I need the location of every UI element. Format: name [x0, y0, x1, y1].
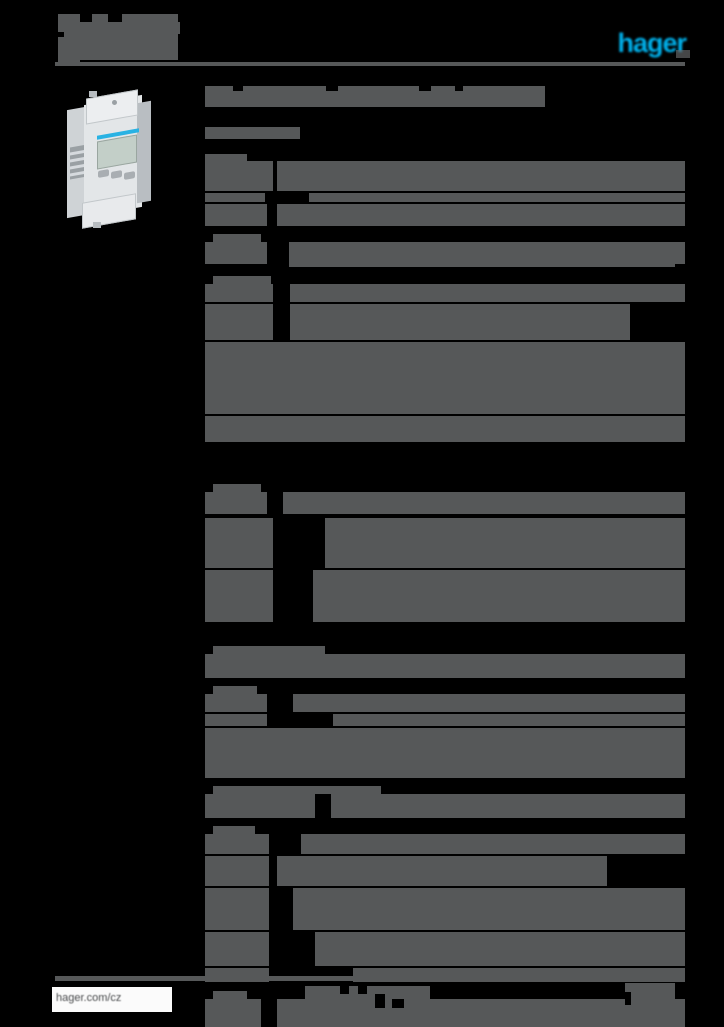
spec-value-redaction: [277, 161, 685, 191]
spec-value-redaction: [293, 694, 685, 712]
footer-page-number-redaction: [625, 983, 675, 1005]
spec-label-redaction: [213, 484, 261, 492]
document-subtitle-redaction: [120, 22, 180, 34]
footer-center-redaction: [305, 986, 430, 1008]
spec-label-redaction: [205, 492, 267, 514]
spec-value-redaction: [290, 304, 630, 340]
footer-notch: [340, 986, 349, 994]
page-title-gap-1: [233, 86, 243, 91]
trademark-mark: [676, 50, 690, 58]
spec-value-redaction: [277, 204, 685, 226]
spec-value-redaction: [289, 264, 675, 267]
spec-value-redaction: [309, 193, 685, 202]
footer-notch: [358, 986, 367, 994]
spec-label-redaction: [205, 284, 273, 302]
spec-label-redaction: [205, 570, 273, 622]
spec-label-redaction: [213, 234, 261, 242]
footer-notch: [625, 992, 631, 1005]
spec-label-redaction: [205, 654, 267, 678]
spec-value-redaction: [261, 342, 685, 414]
page-title-redaction: [205, 86, 545, 107]
title-notch-3: [58, 32, 64, 37]
spec-value-redaction: [325, 518, 685, 568]
product-photo: [49, 86, 179, 236]
spec-value-redaction: [267, 728, 685, 778]
header-divider-rule: [55, 62, 685, 66]
spec-value-redaction: [289, 242, 685, 264]
title-notch-2: [108, 14, 122, 22]
specifications-column: [205, 86, 685, 1027]
footer-notch: [392, 999, 404, 1008]
spec-label-redaction: [205, 794, 315, 818]
spec-label-redaction: [213, 686, 257, 694]
document-ref-redaction: [58, 42, 94, 52]
spec-label-redaction: [213, 786, 381, 794]
spec-value-redaction: [333, 714, 685, 726]
device-terminal-top: [89, 91, 97, 97]
spec-label-redaction: [205, 999, 261, 1027]
spec-label-redaction: [205, 416, 273, 442]
footer-divider-rule: [55, 976, 685, 981]
spec-value-redaction: [273, 416, 685, 442]
spec-value-redaction: [315, 932, 685, 966]
footer-url-text[interactable]: hager.com/cz: [56, 992, 122, 1004]
footer-url-box: hager.com/cz: [52, 987, 172, 1012]
spec-label-redaction: [205, 204, 267, 226]
spec-label-redaction: [205, 834, 269, 854]
spec-value-redaction: [313, 570, 685, 622]
spec-value-redaction: [290, 284, 685, 302]
spec-label-redaction: [205, 242, 267, 264]
spec-label-redaction: [213, 991, 247, 999]
title-notch-1: [80, 14, 92, 22]
page-header: hager: [0, 0, 724, 80]
page-title-gap-3: [419, 86, 431, 91]
spec-label-redaction: [213, 646, 325, 654]
hager-logo: hager: [617, 28, 687, 58]
document-code-redaction: [58, 54, 80, 62]
spec-label-redaction: [205, 714, 267, 726]
page-title-gap-2: [326, 86, 338, 91]
spec-value-redaction: [283, 492, 685, 514]
spec-value-redaction: [301, 834, 685, 854]
spec-label-redaction: [205, 728, 267, 778]
spec-value-redaction: [293, 888, 685, 930]
device-terminal-bottom: [93, 222, 101, 228]
spec-label-redaction: [205, 932, 269, 966]
device-right-side: [137, 100, 151, 204]
device-screw: [112, 100, 117, 105]
spec-label-redaction: [213, 276, 271, 284]
spec-label-redaction: [205, 304, 273, 340]
spec-label-redaction: [213, 826, 255, 834]
spec-value-redaction: [267, 654, 685, 678]
footer-notch: [375, 994, 385, 1008]
spec-label-redaction: [205, 888, 269, 930]
spec-label-redaction: [205, 154, 247, 161]
spec-value-redaction: [277, 856, 607, 886]
spec-label-redaction: [205, 518, 273, 568]
spec-label-redaction: [205, 694, 267, 712]
spec-value-redaction: [331, 794, 685, 818]
spec-label-redaction: [205, 193, 265, 202]
spec-label-redaction: [205, 856, 269, 886]
spec-label-redaction: [205, 161, 273, 191]
page-subtitle-redaction: [205, 127, 300, 139]
page-title-gap-4: [455, 86, 463, 91]
